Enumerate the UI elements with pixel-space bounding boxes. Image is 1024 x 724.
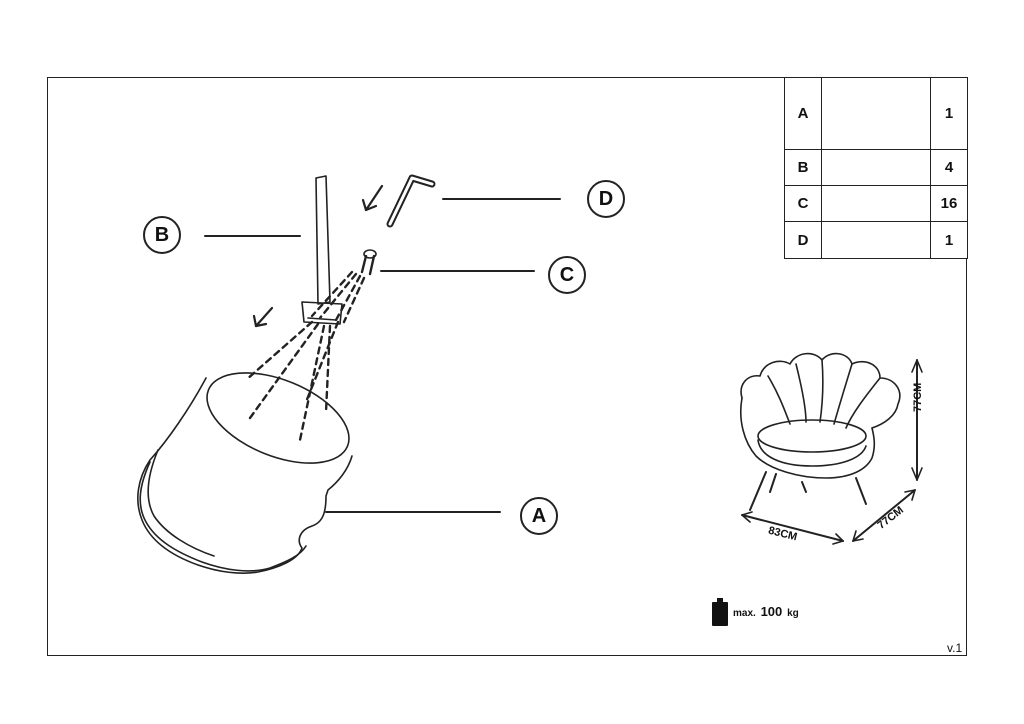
callout-a: A [520, 497, 558, 535]
part-letter: C [784, 185, 822, 222]
part-letter: D [784, 221, 822, 259]
max-load-label: max. 100 kg [733, 604, 799, 619]
leg-part-b [301, 175, 343, 325]
dimension-height: 77CM [912, 382, 924, 412]
parts-row: C 16 [784, 185, 968, 222]
part-image-bolt [821, 185, 931, 222]
callout-c: C [548, 256, 586, 294]
part-letter: B [784, 149, 822, 186]
part-image-leg [821, 149, 931, 186]
part-image-allen-key [821, 221, 931, 259]
parts-row: A 1 [784, 77, 968, 150]
parts-row: B 4 [784, 149, 968, 186]
part-qty: 1 [930, 221, 968, 259]
chair-dimensions-view [740, 352, 923, 545]
parts-table: A 1 B 4 C 16 D 1 [784, 77, 968, 259]
part-qty: 1 [930, 77, 968, 150]
version-label: v.1 [947, 641, 963, 655]
max-load-unit: kg [787, 608, 799, 619]
max-load-prefix: max. [733, 608, 756, 619]
callout-d: D [587, 180, 625, 218]
page-frame [47, 77, 967, 656]
part-qty: 16 [930, 185, 968, 222]
max-load-value: 100 [760, 604, 783, 619]
part-image-armchair [821, 77, 931, 150]
parts-row: D 1 [784, 221, 968, 259]
part-letter: A [784, 77, 822, 150]
weight-icon [712, 598, 728, 626]
part-qty: 4 [930, 149, 968, 186]
allen-key-part-d [386, 174, 436, 228]
bolt-part-c [360, 249, 377, 276]
callout-b: B [143, 216, 181, 254]
overturned-chair [137, 372, 353, 574]
